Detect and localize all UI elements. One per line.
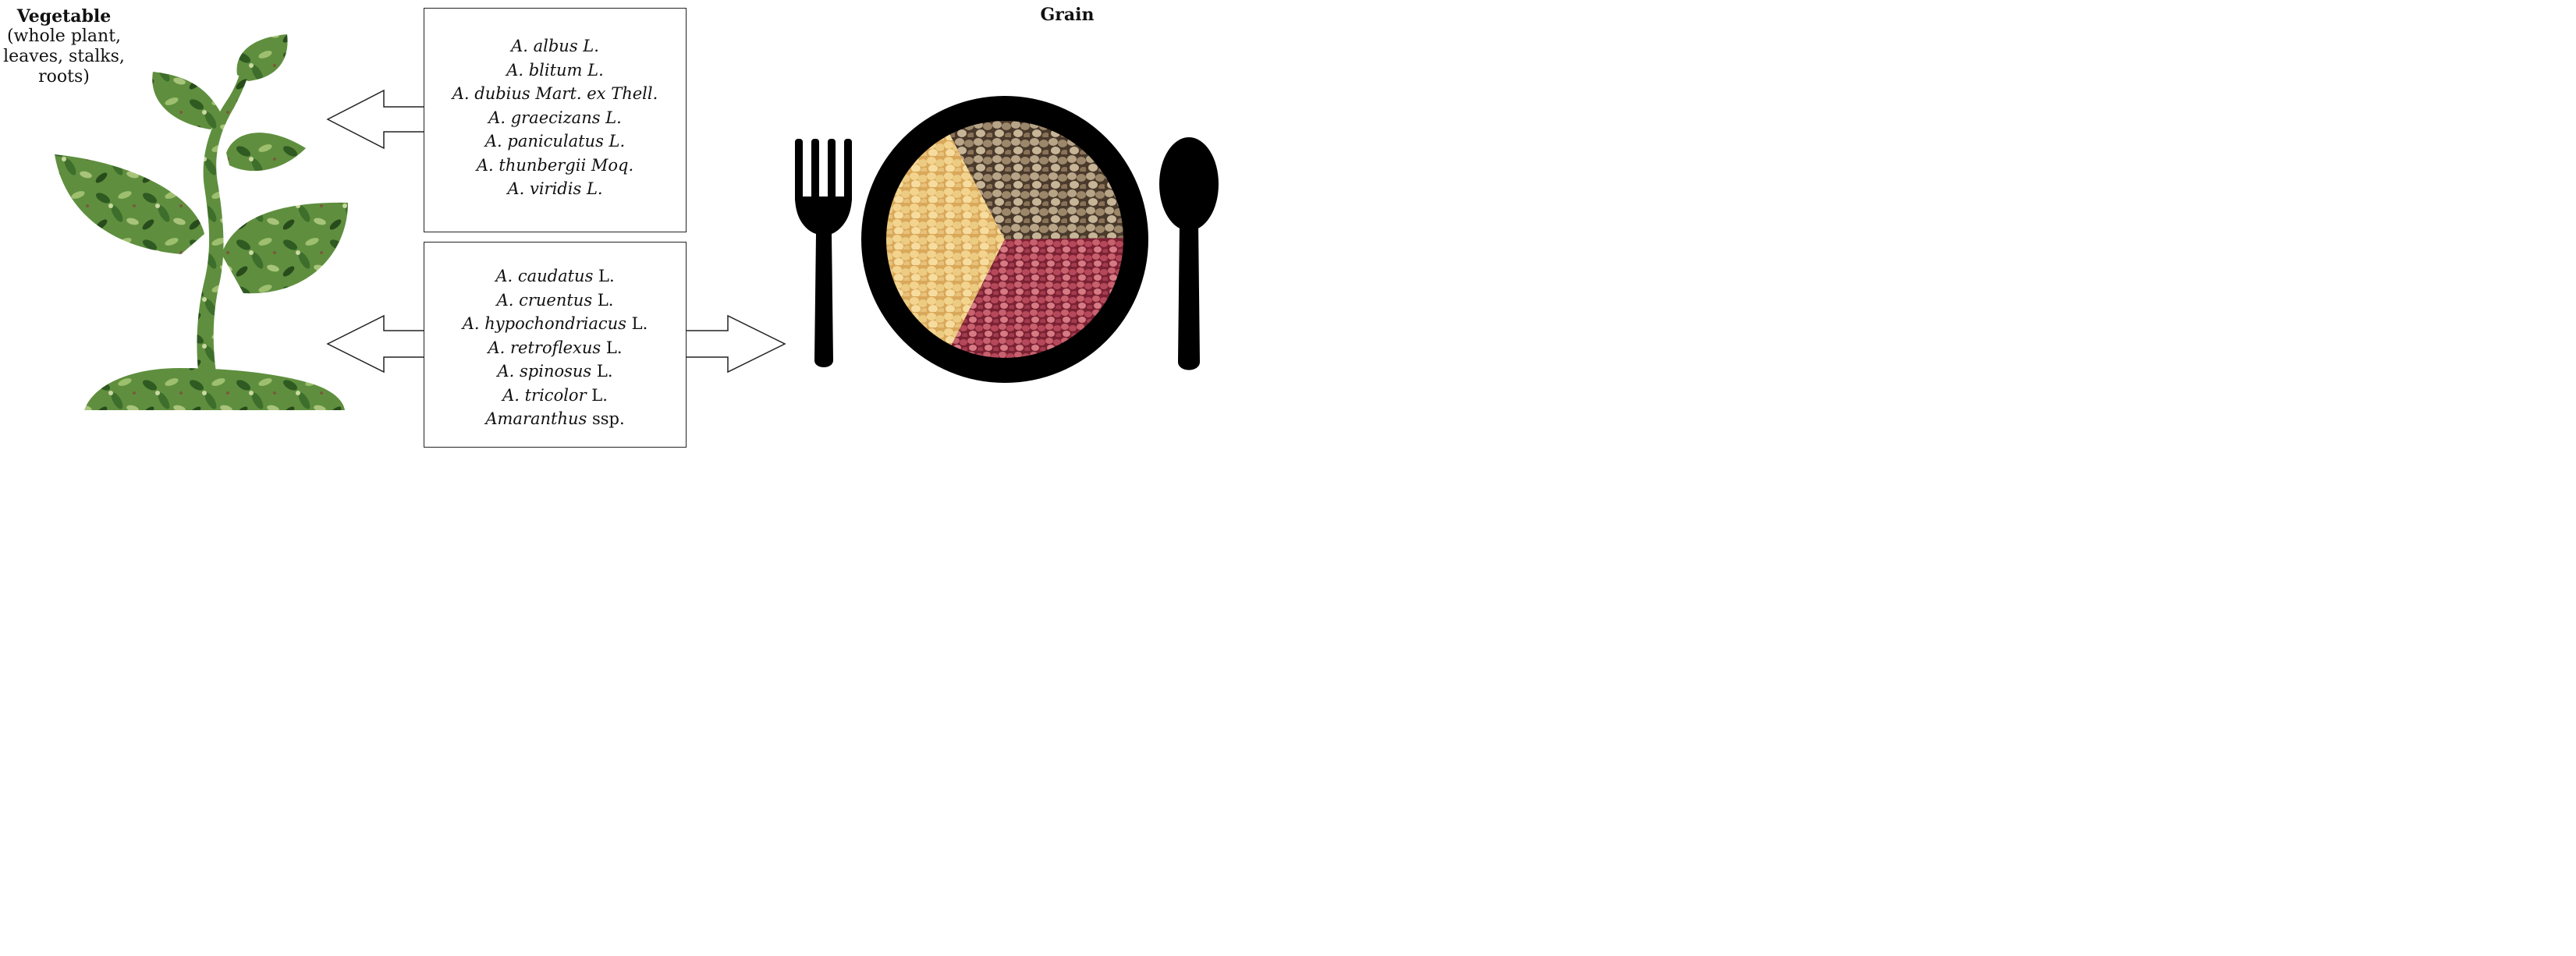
species-entry: A. retroflexus L. — [488, 338, 623, 357]
arrow-to-vegetable-top — [326, 89, 424, 150]
species-entry: A. spinosus L. — [497, 362, 613, 381]
diagram-graphics — [55, 34, 1219, 410]
fork-icon — [795, 139, 852, 367]
arrow-to-vegetable-bottom — [326, 314, 424, 374]
vegetable-subtitle-line: (whole plant, — [6, 27, 122, 46]
plate-icon — [861, 96, 1148, 383]
vegetable-label: Vegetable (whole plant, leaves, stalks, … — [0, 6, 128, 87]
vegetable-title: Vegetable — [16, 6, 112, 27]
vegetable-subtitle-line: leaves, stalks, — [3, 47, 125, 66]
species-entry: A. viridis L. — [507, 179, 603, 198]
species-entry: A. graecizans L. — [488, 108, 622, 127]
species-entry: A. blitum L. — [506, 60, 604, 80]
species-entry: A. thunbergii Moq. — [476, 155, 634, 175]
species-entry: A. paniculatus L. — [484, 132, 626, 150]
species-entry: A. hypochondriacus L. — [462, 314, 648, 333]
species-entry: A. cruentus L. — [496, 290, 614, 310]
species-entry: A. tricolor L. — [502, 385, 608, 405]
dual-use-species-box: A. caudatus L. A. cruentus L. A. hypocho… — [424, 242, 687, 448]
vegetable-species-box: A. albus L. A. blitum L. A. dubius Mart.… — [424, 8, 687, 232]
species-entry: A. dubius Mart. ex Thell. — [452, 84, 658, 103]
grain-title: Grain — [1040, 5, 1095, 25]
golden-grain-sector — [886, 123, 1005, 354]
species-entry: A. albus L. — [511, 37, 599, 55]
species-entry: A. caudatus L. — [495, 267, 615, 285]
species-entry: Amaranthus ssp. — [485, 409, 625, 428]
spoon-icon — [1159, 137, 1219, 370]
vegetable-subtitle-line: roots) — [38, 67, 90, 87]
plant-icon — [55, 34, 348, 410]
arrow-to-grain — [687, 314, 786, 374]
